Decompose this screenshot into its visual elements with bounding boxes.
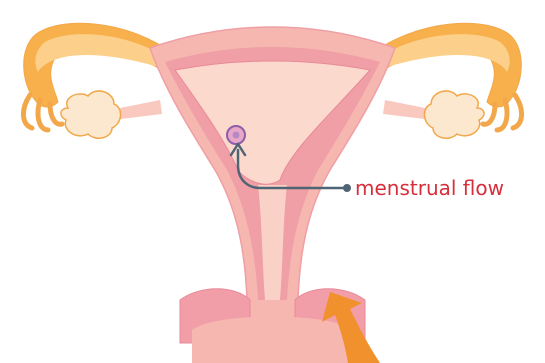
right-ovary xyxy=(424,91,484,138)
vaginal-canal xyxy=(192,317,353,363)
left-ovary xyxy=(61,91,121,138)
egg-marker-core xyxy=(233,132,240,139)
menstrual-flow-label: menstrual flow xyxy=(355,176,504,200)
